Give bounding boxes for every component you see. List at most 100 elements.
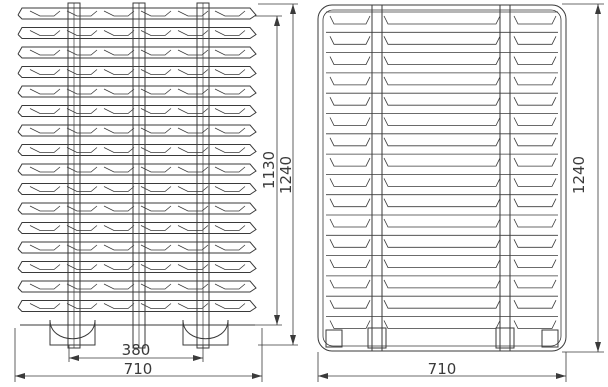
side-ingot-tier — [17, 105, 257, 117]
side-ingot-notch — [214, 244, 246, 251]
side-ingot-notch — [29, 225, 61, 231]
front-ingot — [513, 178, 557, 187]
side-ingot-notch — [66, 205, 98, 212]
side-ingot-tier — [17, 183, 257, 195]
front-ingot — [329, 198, 371, 208]
front-ingot — [513, 36, 557, 45]
front-ingot — [383, 259, 501, 269]
side-ingot-notch — [177, 225, 209, 231]
front-ingot — [329, 56, 371, 65]
side-ingot-notch — [103, 244, 135, 251]
side-ingot-notch — [214, 49, 246, 56]
front-ingot — [513, 320, 557, 329]
side-ingot-notch — [140, 283, 172, 290]
front-ingot — [383, 56, 501, 65]
front-ingot — [383, 15, 501, 25]
side-ingot-notch — [103, 303, 135, 309]
side-ingot-notch — [140, 127, 172, 134]
side-ingot-notch — [66, 147, 98, 153]
side-ingot-notch — [214, 283, 246, 290]
front-ingot — [513, 15, 557, 25]
side-ingot-tier — [17, 202, 257, 215]
front-ingot — [383, 157, 501, 167]
side-ingot-notch — [103, 69, 135, 75]
side-ingot-notch — [66, 127, 98, 134]
side-ingot-notch — [177, 49, 209, 56]
front-ingot — [329, 157, 371, 167]
side-ingot-notch — [214, 225, 246, 231]
side-ingot-notch — [177, 283, 209, 290]
side-ingot-tier — [17, 66, 257, 78]
side-ingot-notch — [177, 147, 209, 153]
front-ingot — [513, 218, 557, 228]
front-ingot — [383, 320, 501, 329]
front-strap — [371, 4, 383, 352]
front-ingot — [383, 97, 501, 106]
side-ingot-notch — [177, 10, 209, 17]
side-ingot-notch — [214, 303, 246, 309]
side-ingot-notch — [140, 30, 172, 36]
front-ingot — [383, 36, 501, 45]
side-ingot-notch — [214, 186, 246, 192]
side-ingot-notch — [214, 10, 246, 17]
side-ingot-notch — [214, 264, 246, 270]
side-ingot-notch — [214, 69, 246, 75]
front-foot-right — [541, 329, 559, 348]
side-ingot-notch — [214, 147, 246, 153]
front-ingot — [329, 300, 371, 309]
side-ingot-notch — [103, 108, 135, 114]
side-ingot-notch — [140, 303, 172, 309]
front-ingot — [513, 76, 557, 86]
front-ingot — [329, 259, 371, 269]
side-ingot-notch — [103, 10, 135, 17]
front-ingot — [329, 15, 371, 25]
side-ingot-notch — [103, 147, 135, 153]
side-ingot-notch — [140, 225, 172, 231]
front-ingot — [513, 259, 557, 269]
side-ingot-notch — [29, 49, 61, 56]
side-view-stack — [17, 2, 257, 349]
front-ingot — [513, 117, 557, 126]
front-ingot — [513, 239, 557, 248]
side-ingot-notch — [214, 108, 246, 114]
front-strap-foot — [495, 327, 515, 349]
front-ingot — [513, 137, 557, 147]
side-ingot-notch — [177, 166, 209, 173]
front-strap-foot — [367, 327, 387, 349]
front-ingot — [513, 279, 557, 289]
side-ingot-tier — [17, 144, 257, 156]
side-ingot-notch — [177, 186, 209, 192]
side-ingot-notch — [29, 166, 61, 173]
side-ingot-notch — [29, 127, 61, 134]
side-ingot-notch — [140, 49, 172, 56]
side-ingot-notch — [140, 69, 172, 75]
side-ingot-notch — [140, 88, 172, 95]
side-ingot-notch — [177, 69, 209, 75]
side-ingot-notch — [140, 108, 172, 114]
side-ingot-notch — [66, 283, 98, 290]
front-ingot — [329, 320, 371, 329]
side-ingot-notch — [66, 225, 98, 231]
side-ingot-notch — [103, 30, 135, 36]
side-ingot-notch — [66, 166, 98, 173]
side-ingot-notch — [29, 69, 61, 75]
side-ingot-notch — [177, 205, 209, 212]
side-ingot-notch — [66, 49, 98, 56]
side-ingot-notch — [66, 303, 98, 309]
front-ingot — [329, 117, 371, 126]
side-width-label: 710 — [124, 360, 153, 378]
side-ingot-notch — [214, 127, 246, 134]
front-ingot — [383, 239, 501, 248]
side-ingot-tier — [17, 300, 257, 312]
side-ingot-notch — [140, 147, 172, 153]
front-foot-left — [325, 329, 343, 348]
front-ingot — [329, 239, 371, 248]
front-ingot — [383, 218, 501, 228]
side-ingot-notch — [29, 88, 61, 95]
side-ingot-tier — [17, 7, 257, 20]
side-ingot-notch — [103, 127, 135, 134]
side-ingot-notch — [29, 30, 61, 36]
side-ingot-notch — [103, 88, 135, 95]
